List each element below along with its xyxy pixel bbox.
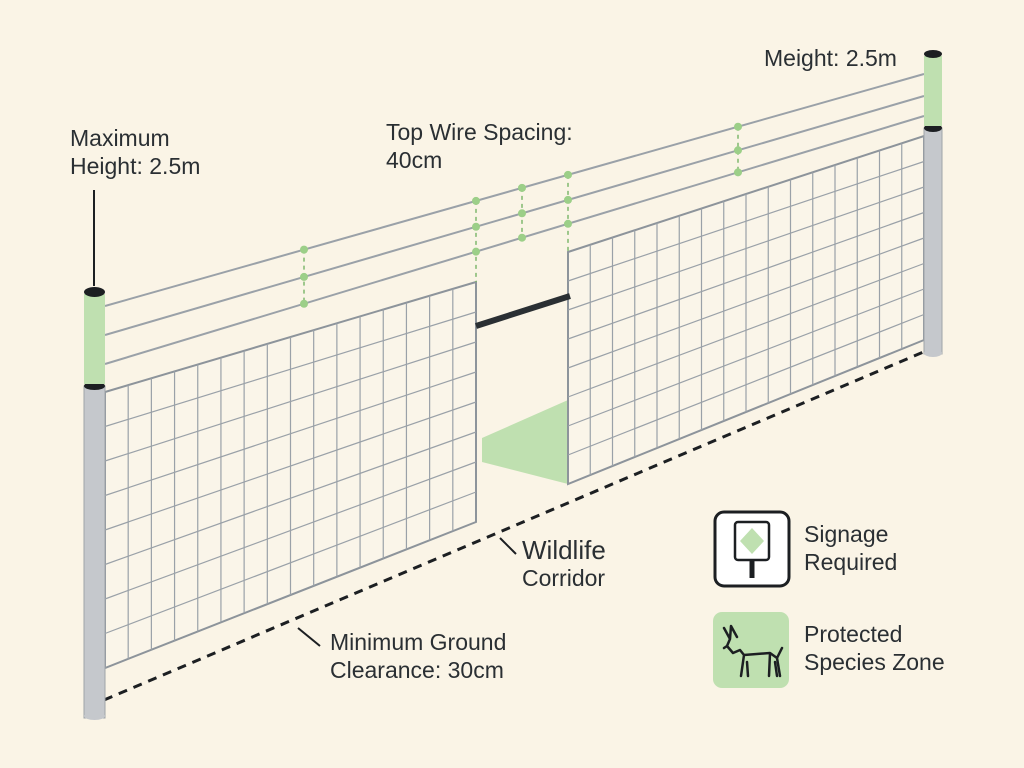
corridor-top-bar [475,293,571,329]
mesh-horizontal-wire [567,262,925,398]
spacing-dot [300,245,308,254]
mesh-panel-left [104,280,477,670]
post-left [83,287,106,720]
mesh-horizontal-wire [104,371,477,497]
mesh-horizontal-wire [567,288,925,427]
legend-protected-label-line1: Protected [804,621,903,647]
clearance-leader-line [297,627,321,647]
spacing-dot [472,222,480,231]
spacing-dot [564,219,572,228]
spacing-dot [472,247,480,256]
legend-protected-label-line2: Species Zone [804,649,945,675]
top-wire [104,95,925,336]
spacing-dot [564,170,572,179]
mesh-horizontal-wire [567,186,925,311]
wildlife-corridor-label-line2: Corridor [522,565,606,591]
legend-protected-label: Protected Species Zone [804,620,945,676]
spacing-dot [734,122,742,131]
wildlife-corridor-label-line1: Wildlife [522,536,606,565]
mesh-horizontal-wire [104,431,477,566]
top-wire-spacing-label-line2: 40cm [386,147,443,173]
mesh-horizontal-wire [104,311,477,428]
top-wires [104,73,925,365]
legend-signage-label-line1: Signage [804,521,889,547]
mesh-horizontal-wire [567,160,925,282]
corridor-leader-line [499,537,517,555]
top-wire [104,115,925,365]
mesh-horizontal-wire [104,401,477,531]
max-height-label-right: Meight: 2.5m [764,45,897,71]
wildlife-corridor-label: Wildlife Corridor [522,536,606,592]
top-wire [104,73,925,307]
ground-clearance-label: Minimum Ground Clearance: 30cm [330,628,506,684]
spacing-dot [518,233,526,242]
mesh-horizontal-wire [567,237,925,369]
ground-clearance-label-line1: Minimum Ground [330,629,507,655]
max-height-label-left-line1: Maximum [70,125,170,151]
mesh-panel-right [567,134,925,486]
legend-signage-label-line2: Required [804,549,898,575]
spacing-dot [564,195,572,204]
mesh-horizontal-wire [567,211,925,340]
mesh-horizontal-wire [567,313,925,456]
ground-clearance-line [103,348,929,702]
spacing-dot [300,299,308,308]
spacing-dot [518,209,526,218]
spacing-dot [734,168,742,177]
mesh-horizontal-wire [104,461,477,600]
ground-clearance-label-line2: Clearance: 30cm [330,657,504,683]
wire-spacing-markers [300,122,742,308]
corridor-floor [482,400,568,484]
spacing-dot [518,183,526,192]
max-height-label-left: Maximum Height: 2.5m [70,124,200,180]
top-wire-spacing-label: Top Wire Spacing: 40cm [386,118,573,174]
dog-icon [713,612,789,688]
post-right [923,50,943,357]
mesh-horizontal-wire [104,491,477,635]
spacing-dot [300,272,308,281]
top-wire-spacing-label-line1: Top Wire Spacing: [386,119,573,145]
spacing-dot [734,146,742,155]
spacing-dot [472,196,480,205]
mesh-horizontal-wire [104,341,477,462]
legend-signage-label: Signage Required [804,520,897,576]
max-height-label-left-line2: Height: 2.5m [70,153,201,179]
signage-icon [713,510,791,588]
